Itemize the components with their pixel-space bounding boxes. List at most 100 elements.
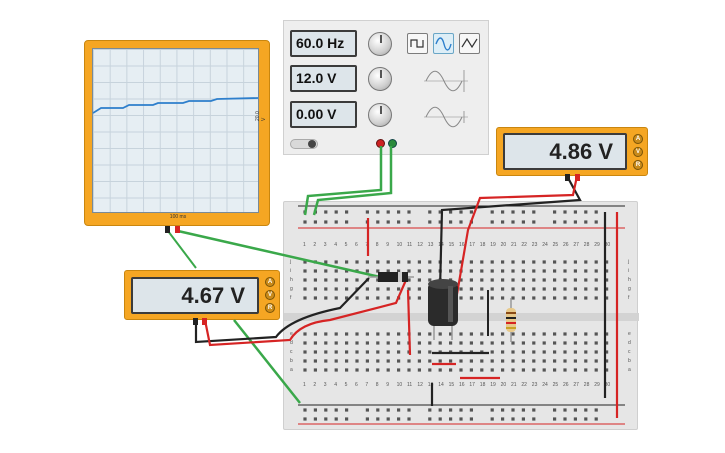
- square-wave-button[interactable]: [407, 33, 428, 54]
- column-number: 30: [604, 242, 611, 248]
- column-number: 14: [438, 382, 444, 388]
- multimeter-left-display: 4.67 V: [131, 277, 259, 314]
- column-number: 22: [521, 242, 527, 248]
- column-number: 3: [323, 382, 327, 388]
- multimeter-top-ohm-button[interactable]: R: [633, 160, 643, 170]
- column-number: 23: [531, 242, 538, 248]
- sine-wave-button[interactable]: [433, 33, 454, 54]
- multimeter-left-ohm-button[interactable]: R: [265, 303, 275, 313]
- triangle-wave-button[interactable]: [459, 33, 480, 54]
- column-number: 27: [573, 242, 579, 248]
- column-number: 4: [334, 382, 337, 388]
- column-number: 7: [365, 242, 369, 248]
- red-wire-meter-left[interactable]: [203, 279, 408, 347]
- row-letter: b: [290, 358, 293, 364]
- column-number: 15: [448, 382, 455, 388]
- oscilloscope[interactable]: 100 ms 20.0 V: [84, 40, 270, 226]
- offset-knob[interactable]: [368, 103, 392, 127]
- function-generator[interactable]: 60.0 Hz 12.0 V 0.00 V: [283, 20, 489, 155]
- meter-top-probe-black[interactable]: [565, 174, 570, 181]
- row-letter: d: [290, 340, 293, 346]
- frequency-knob[interactable]: [368, 32, 392, 56]
- column-number: 10: [396, 382, 403, 388]
- diode[interactable]: [368, 272, 414, 282]
- green-wire-fg-1[interactable]: [303, 146, 383, 216]
- green-wire-scope[interactable]: [177, 229, 381, 279]
- green-wire-scope-2[interactable]: [167, 230, 197, 269]
- row-letter: g: [290, 286, 293, 292]
- row-letter: h: [290, 277, 293, 283]
- scope-probe-red[interactable]: [175, 226, 180, 233]
- column-number: 17: [469, 242, 475, 248]
- multimeter-left-amp-button[interactable]: A: [265, 277, 275, 287]
- column-number: 19: [490, 382, 496, 388]
- column-number: 2: [313, 242, 317, 248]
- column-number: 20: [500, 242, 507, 248]
- meter-top-probe-red[interactable]: [575, 174, 580, 181]
- multimeter-top-display: 4.86 V: [503, 133, 627, 170]
- row-letter: g: [628, 286, 631, 292]
- column-number: 27: [573, 382, 579, 388]
- column-number: 18: [479, 382, 486, 388]
- row-letter: j: [628, 259, 630, 265]
- offset-diagram-icon: [424, 106, 468, 128]
- column-number: 22: [521, 382, 527, 388]
- resistor[interactable]: [506, 298, 516, 342]
- meter-left-probe-black[interactable]: [193, 318, 198, 325]
- red-wire-diode[interactable]: [406, 289, 412, 356]
- column-number: 13: [427, 382, 434, 388]
- column-number: 16: [459, 382, 465, 388]
- row-letter: h: [628, 277, 631, 283]
- row-letter: b: [628, 358, 631, 364]
- column-number: 11: [407, 382, 413, 388]
- oscilloscope-screen: [92, 48, 259, 213]
- sine-wave-icon: [435, 37, 452, 51]
- capacitor[interactable]: [428, 279, 458, 340]
- breadboard-holes: [284, 205, 639, 425]
- column-number: 18: [479, 242, 486, 248]
- column-number: 23: [531, 382, 538, 388]
- multimeter-left-volt-button[interactable]: V: [265, 290, 275, 300]
- meter-left-probe-red[interactable]: [202, 318, 207, 325]
- column-number: 29: [594, 382, 600, 388]
- column-number: 21: [511, 242, 517, 248]
- column-number: 30: [604, 382, 611, 388]
- column-number: 28: [583, 382, 590, 388]
- multimeter-top-volt-button[interactable]: V: [633, 147, 643, 157]
- green-wire-fg-2[interactable]: [312, 146, 393, 216]
- column-number: 26: [563, 382, 569, 388]
- red-wire-meter-top[interactable]: [454, 175, 579, 301]
- column-number: 24: [542, 242, 548, 248]
- row-letter: d: [628, 340, 631, 346]
- column-number: 17: [469, 382, 475, 388]
- triangle-wave-icon: [461, 37, 478, 49]
- frequency-display: 60.0 Hz: [290, 30, 357, 57]
- power-switch[interactable]: [290, 139, 318, 149]
- column-number: 8: [375, 382, 379, 388]
- column-number: 15: [448, 242, 455, 248]
- scope-probe-black[interactable]: [165, 226, 170, 233]
- row-letter: j: [290, 259, 292, 265]
- multimeter-left[interactable]: 4.67 V A V R: [124, 270, 280, 320]
- column-number: 8: [375, 242, 379, 248]
- column-number: 5: [344, 242, 348, 248]
- column-number: 10: [396, 242, 403, 248]
- row-letter: c: [628, 349, 631, 355]
- row-letter: f: [628, 295, 630, 301]
- column-number: 11: [407, 242, 413, 248]
- amplitude-knob[interactable]: [368, 67, 392, 91]
- column-number: 7: [365, 382, 369, 388]
- column-number: 13: [427, 242, 434, 248]
- black-wire-meter-left[interactable]: [194, 277, 370, 344]
- multimeter-top-amp-button[interactable]: A: [633, 134, 643, 144]
- column-number: 3: [323, 242, 327, 248]
- amplitude-diagram-icon: [424, 70, 468, 92]
- negative-terminal[interactable]: [388, 139, 397, 148]
- column-number: 4: [334, 242, 337, 248]
- column-number: 25: [552, 382, 559, 388]
- green-wire-meter[interactable]: [233, 319, 301, 404]
- multimeter-top[interactable]: 4.86 V A V R: [496, 127, 648, 176]
- row-letter: a: [628, 367, 631, 373]
